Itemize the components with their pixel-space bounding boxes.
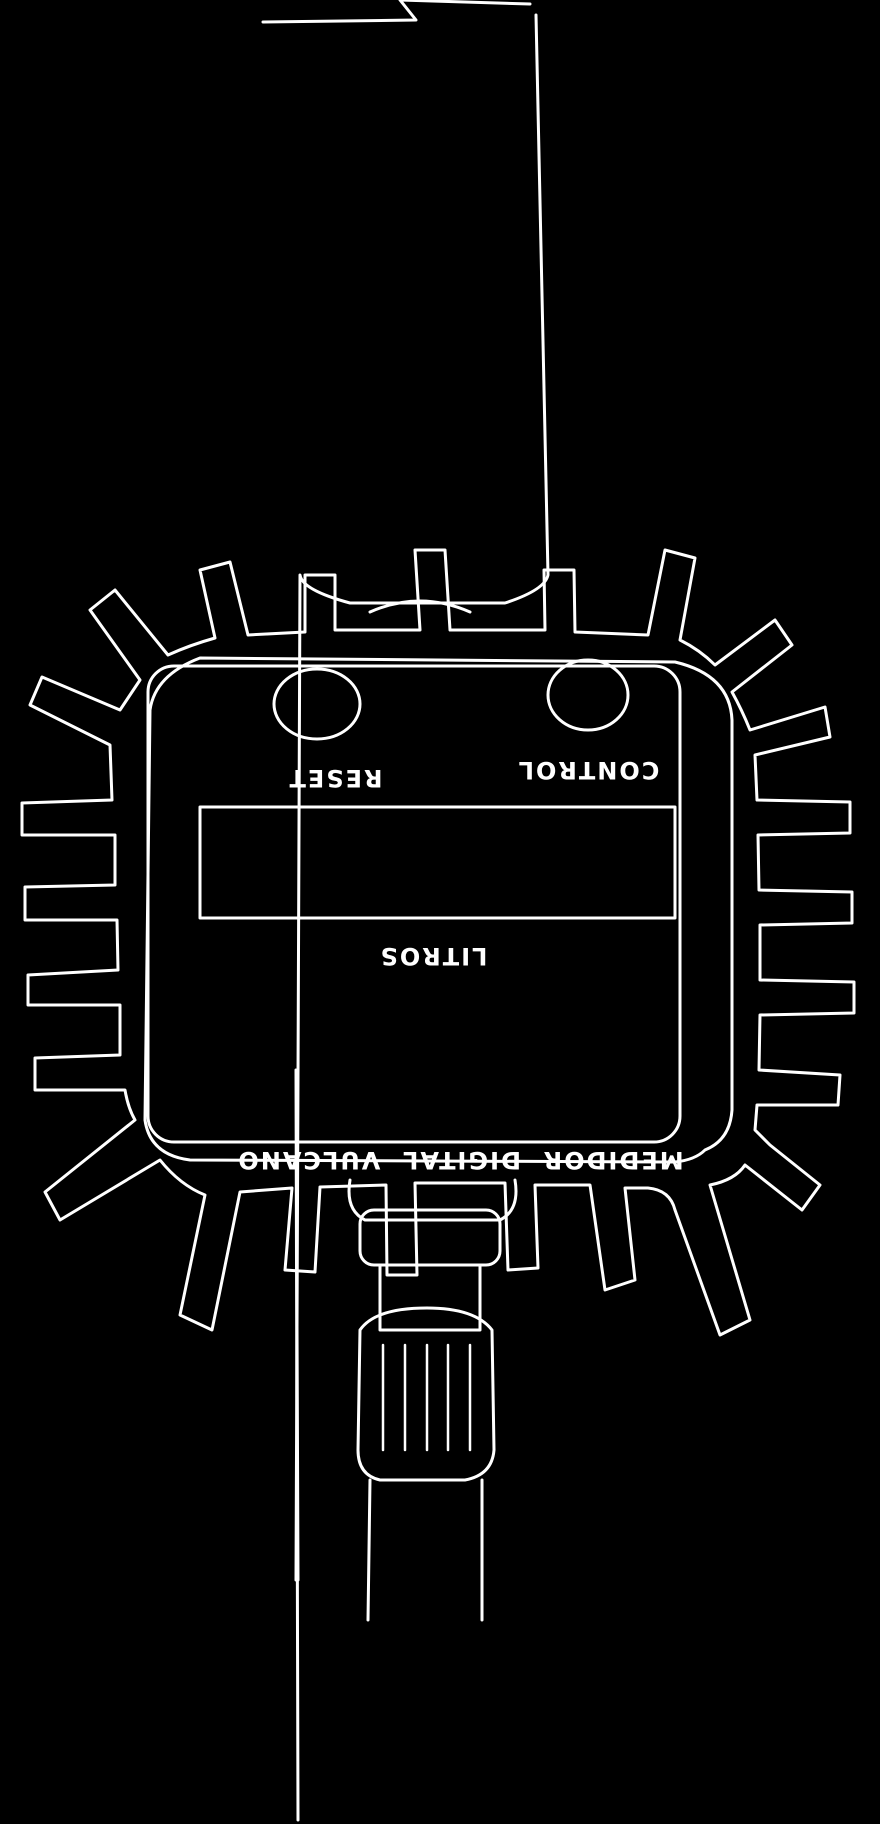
- unit-label: LITROS: [379, 942, 488, 970]
- rubber-guard: [20, 548, 856, 1337]
- control-button[interactable]: [546, 658, 630, 732]
- reset-button[interactable]: [272, 667, 362, 741]
- brand-label: MEDIDOR DIGITAL VULCANO: [236, 1146, 683, 1174]
- front-panel: [146, 664, 682, 1144]
- control-label: CONTROL: [517, 756, 660, 784]
- reset-label: RESET: [288, 764, 383, 792]
- nozzle-grip: [356, 1306, 496, 1622]
- inlet-hose: [261, 0, 550, 1822]
- outlet-coupling: [347, 1178, 518, 1332]
- display-window: [198, 805, 677, 920]
